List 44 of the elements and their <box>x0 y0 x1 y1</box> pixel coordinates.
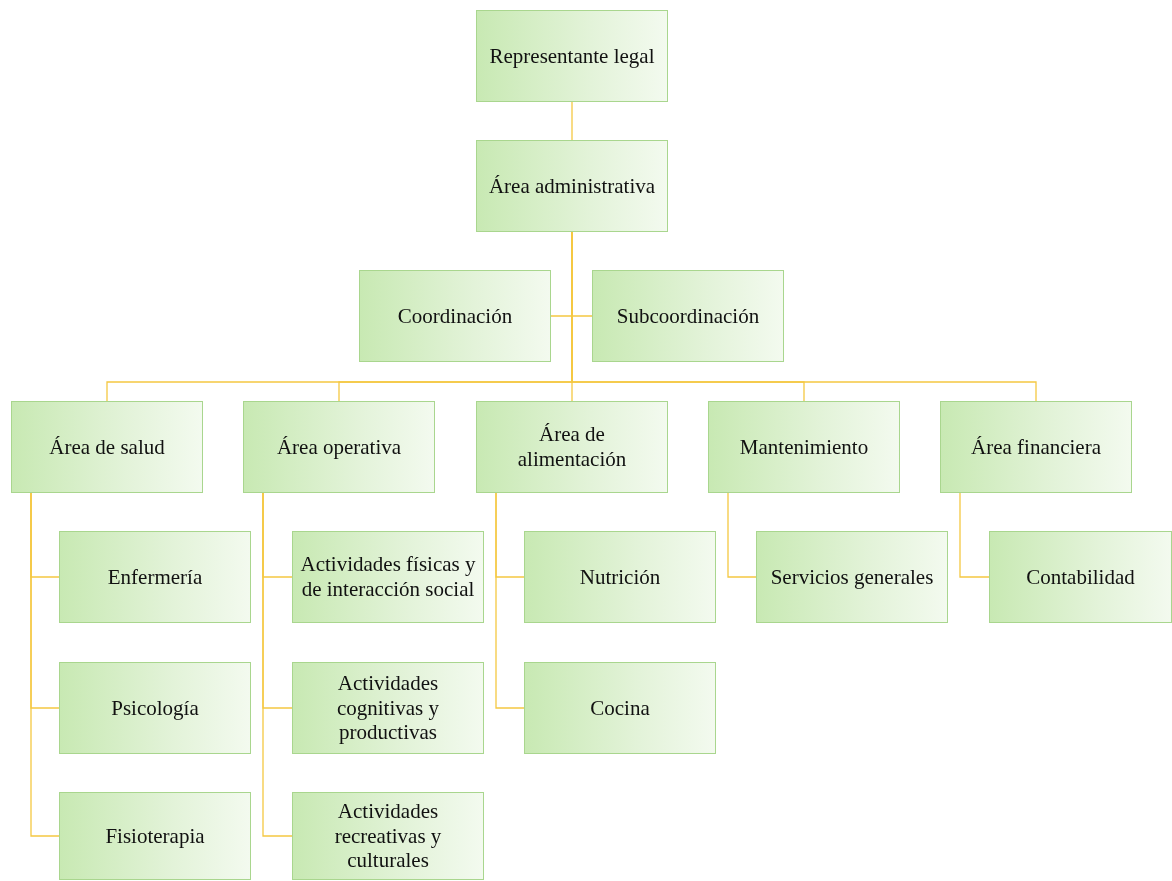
org-box <box>59 531 251 623</box>
connector-line <box>959 492 990 578</box>
org-box <box>59 662 251 754</box>
org-box <box>292 792 484 880</box>
org-box <box>292 662 484 754</box>
box-label: Contabilidad <box>1026 564 1135 590</box>
org-box <box>524 662 716 754</box>
box-label: Coordinación <box>397 303 513 329</box>
box-label: Actividades físicas y de interacción social <box>299 552 477 602</box>
org-box <box>476 10 668 102</box>
org-box <box>359 270 551 362</box>
box-label: Servicios generales <box>770 564 934 590</box>
box-label: Área financiera <box>971 434 1101 460</box>
box-label: Cocina <box>590 695 650 721</box>
box-label: Actividades cognitivas y productivas <box>335 670 441 746</box>
org-box <box>11 401 203 493</box>
connector-line <box>727 492 757 578</box>
box-label: Enfermería <box>107 564 203 590</box>
box-label: Nutrición <box>579 564 661 590</box>
box-label: Psicología <box>111 695 199 721</box>
connector-line <box>30 492 60 837</box>
org-box <box>708 401 900 493</box>
box-label: Subcoordinación <box>616 303 760 329</box>
org-box <box>524 531 716 623</box>
org-box <box>476 140 668 232</box>
box-label: Área de alimentación <box>516 422 628 472</box>
org-box <box>292 531 484 623</box>
org-box <box>756 531 948 623</box>
org-box <box>59 792 251 880</box>
org-box <box>989 531 1172 623</box>
org-box <box>940 401 1132 493</box>
box-label: Área de salud <box>49 434 165 460</box>
box-label: Área operativa <box>276 434 402 460</box>
box-label: Fisioterapia <box>105 823 205 849</box>
box-label: Área administrativa <box>488 173 656 199</box>
connector-line <box>262 492 293 837</box>
org-box <box>476 401 668 493</box>
org-box <box>592 270 784 362</box>
box-label: Representante legal <box>489 43 655 69</box>
connector-line <box>495 492 525 709</box>
org-box <box>243 401 435 493</box>
connector-line <box>571 101 573 141</box>
box-label: Actividades recreativas y culturales <box>333 798 443 874</box>
box-label: Mantenimiento <box>739 434 869 460</box>
